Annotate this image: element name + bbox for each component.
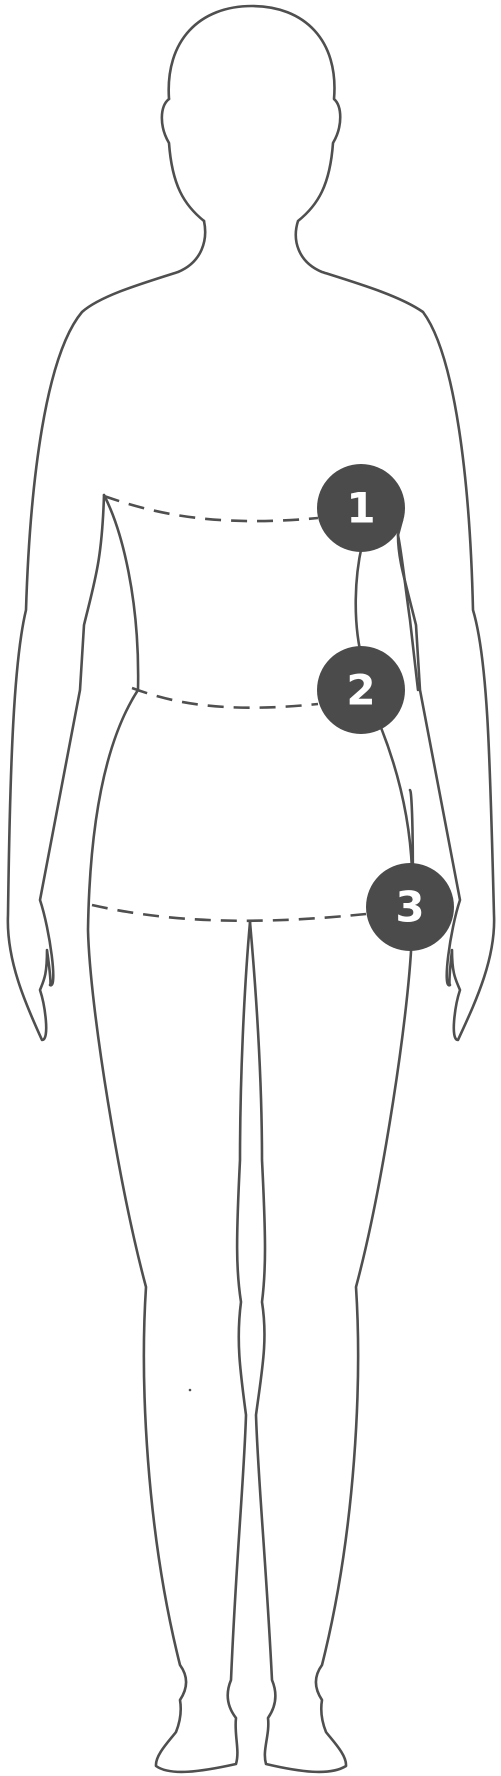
marker-3-label: 3 — [395, 883, 424, 932]
right-waist-outline — [378, 723, 414, 872]
marker-1-label: 1 — [346, 484, 375, 533]
left-arm-inner-outline — [86, 493, 252, 1774]
hip-measure-line — [91, 903, 367, 923]
head-outline — [167, 4, 496, 1392]
marker-2-circle — [317, 646, 405, 734]
marker-3-circle — [366, 863, 454, 951]
marker-1-circle — [317, 464, 405, 552]
measurement-marker-3: 3 — [366, 863, 454, 951]
left-body-outline — [6, 219, 207, 1042]
bust-measure-line — [103, 494, 319, 523]
measurement-marker-2: 2 — [317, 646, 405, 734]
right-arm-inner-outline — [396, 533, 420, 692]
right-leg-inner-outline — [248, 788, 415, 1774]
neck-left-outline — [160, 97, 206, 223]
marker-2-label: 2 — [346, 666, 375, 715]
right-torso-outline — [354, 543, 364, 652]
measurement-marker-1: 1 — [317, 464, 405, 552]
waist-measure-line — [131, 686, 319, 709]
